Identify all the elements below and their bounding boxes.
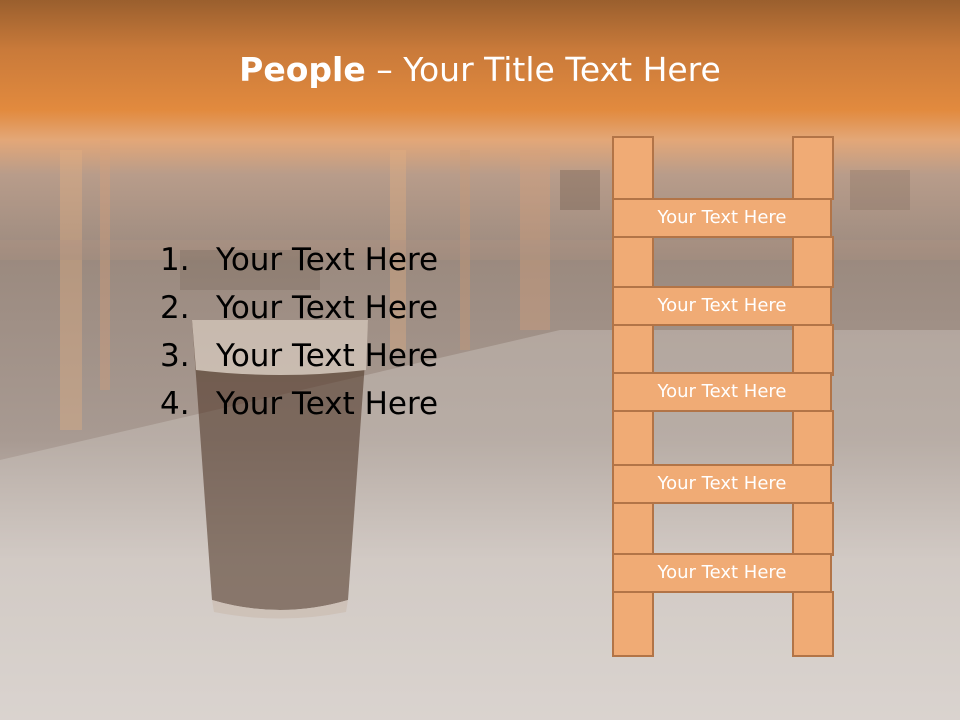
- list-item-text: Your Text Here: [216, 290, 439, 326]
- list-item-number: 4.: [160, 386, 190, 422]
- list-item-number: 2.: [160, 290, 190, 326]
- list-item: 1. Your Text Here: [160, 236, 438, 284]
- list-item: 4. Your Text Here: [160, 380, 438, 428]
- list-item: 2. Your Text Here: [160, 284, 438, 332]
- list-item-text: Your Text Here: [216, 242, 439, 278]
- list-item-text: Your Text Here: [216, 386, 439, 422]
- beer-glass: [192, 320, 368, 619]
- slide-title: People – Your Title Text Here: [0, 50, 960, 89]
- title-bold: People: [239, 50, 366, 89]
- list-item-number: 1.: [160, 242, 190, 278]
- list-item: 3. Your Text Here: [160, 332, 438, 380]
- list-item-number: 3.: [160, 338, 190, 374]
- title-dash: –: [365, 50, 404, 89]
- list-item-text: Your Text Here: [216, 338, 439, 374]
- numbered-list: 1. Your Text Here 2. Your Text Here 3. Your…: [160, 236, 438, 428]
- title-rest: Your Title Text Here: [403, 50, 721, 89]
